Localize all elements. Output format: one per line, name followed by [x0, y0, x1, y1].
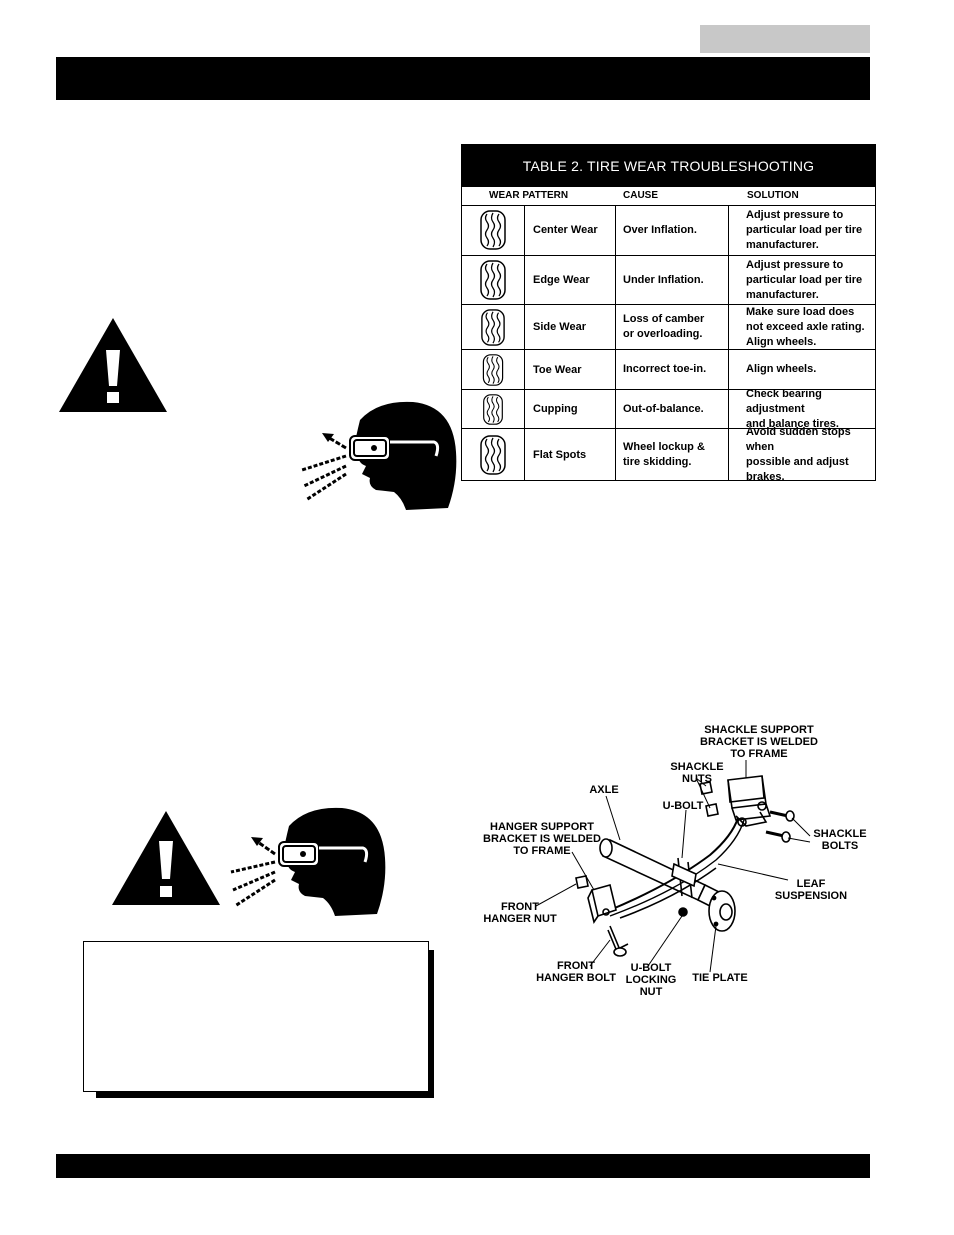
- cause-cell: Out-of-balance.: [616, 390, 729, 428]
- tire-tread-icon: [480, 260, 506, 300]
- tire-tread-icon: [482, 353, 504, 386]
- solution-cell: Align wheels.: [746, 363, 817, 375]
- footer-bar: [56, 1154, 870, 1178]
- wear-pattern-cell: Side Wear: [525, 305, 616, 349]
- tire-tread-cell: [462, 390, 525, 428]
- solution-cell: Avoid sudden stops when possible and adj…: [746, 425, 851, 483]
- tire-tread-icon: [483, 393, 503, 425]
- cause-cell: Over Inflation.: [616, 205, 729, 255]
- note-box: [83, 941, 429, 1092]
- label-front-hanger-nut: FRONT HANGER NUT: [483, 901, 557, 925]
- solution-cell: Adjust pressure to particular load per t…: [746, 258, 863, 301]
- wear-pattern-cell: Flat Spots: [525, 429, 616, 480]
- header-wear-pattern: WEAR PATTERN: [489, 190, 569, 201]
- label-leaf-suspension: LEAF SUSPENSION: [774, 878, 848, 902]
- label-front-hanger-bolt: FRONT HANGER BOLT: [536, 960, 616, 984]
- table-title: TABLE 2. TIRE WEAR TROUBLESHOOTING: [462, 145, 875, 187]
- tire-tread-cell: [462, 205, 525, 255]
- cause-cell: Loss of camber or overloading.: [616, 305, 729, 349]
- header-cause: CAUSE: [623, 190, 659, 201]
- tire-tread-icon: [481, 308, 505, 346]
- label-u-bolt: U-BOLT: [662, 800, 704, 812]
- cause-cell: Wheel lockup & tire skidding.: [616, 429, 729, 480]
- wear-pattern-cell: Toe Wear: [525, 350, 616, 389]
- label-shackle-nuts: SHACKLE NUTS: [670, 761, 724, 785]
- tire-tread-icon: [480, 210, 506, 250]
- wear-pattern-cell: Center Wear: [525, 205, 616, 255]
- wear-pattern-cell: Edge Wear: [525, 256, 616, 304]
- tire-wear-table: TABLE 2. TIRE WEAR TROUBLESHOOTING WEAR …: [461, 144, 876, 483]
- solution-cell: Make sure load does not exceed axle rati…: [746, 305, 865, 348]
- label-u-bolt-locking-nut: U-BOLT LOCKING NUT: [625, 962, 677, 998]
- label-tie-plate: TIE PLATE: [692, 972, 748, 984]
- label-axle: AXLE: [589, 784, 619, 796]
- safety-glasses-head-icon: [301, 401, 457, 510]
- cause-cell: Incorrect toe-in.: [616, 350, 729, 389]
- label-hanger-support: HANGER SUPPORT BRACKET IS WELDED TO FRAM…: [483, 821, 601, 857]
- header-solution: SOLUTION: [747, 190, 799, 201]
- table-header-row: WEAR PATTERN CAUSE SOLUTION: [462, 187, 875, 206]
- cause-cell: Under Inflation.: [616, 256, 729, 304]
- tire-tread-cell: [462, 305, 525, 349]
- label-shackle-support: SHACKLE SUPPORT BRACKET IS WELDED TO FRA…: [700, 724, 818, 760]
- leaf-suspension-diagram: [535, 760, 811, 973]
- header-bar: [56, 57, 870, 100]
- tire-tread-cell: [462, 256, 525, 304]
- tire-tread-cell: [462, 350, 525, 389]
- label-shackle-bolts: SHACKLE BOLTS: [813, 828, 867, 852]
- wear-pattern-cell: Cupping: [525, 390, 616, 428]
- warning-triangle-icon: [59, 318, 167, 412]
- solution-cell: Adjust pressure to particular load per t…: [746, 208, 863, 251]
- safety-glasses-head-icon: [230, 807, 386, 916]
- solution-cell: Check bearing adjustment and balance tir…: [746, 387, 839, 430]
- warning-triangle-icon: [112, 811, 220, 905]
- tire-tread-cell: [462, 429, 525, 480]
- top-tab: [700, 25, 870, 53]
- tire-tread-icon: [480, 434, 506, 475]
